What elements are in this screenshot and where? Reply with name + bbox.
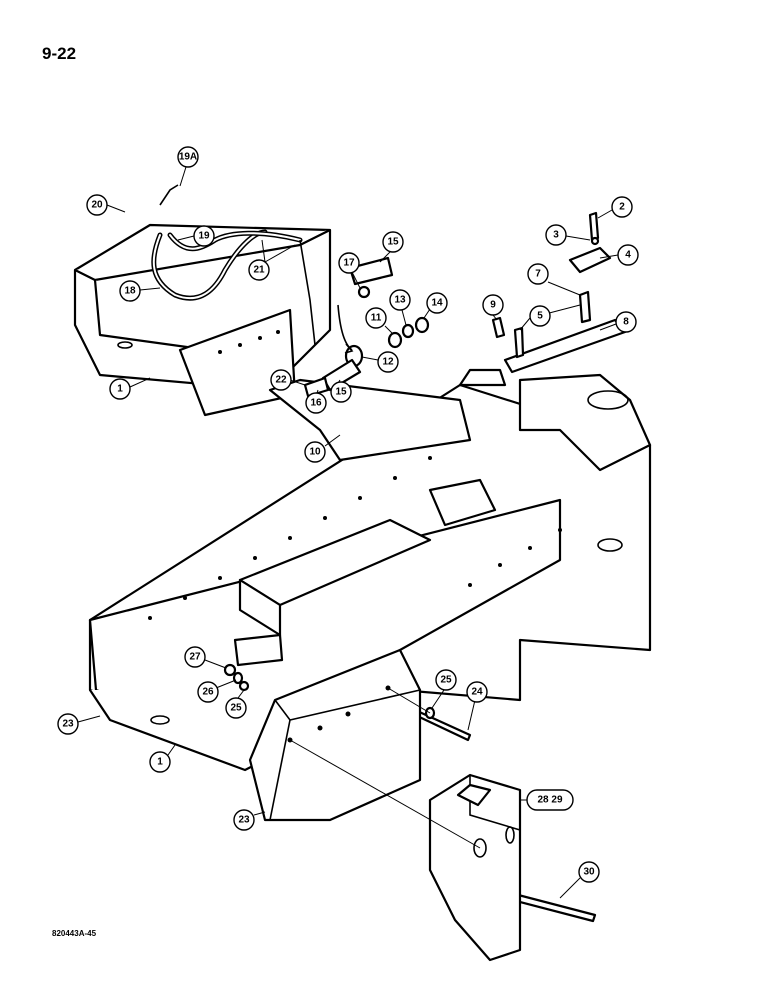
svg-text:18: 18 — [124, 286, 136, 297]
callout-18: 18 — [119, 280, 161, 302]
svg-text:3: 3 — [553, 230, 559, 241]
callout-21: 21 — [248, 239, 296, 281]
callout-30: 30 — [559, 861, 600, 899]
svg-text:1: 1 — [117, 384, 123, 395]
svg-text:7: 7 — [535, 269, 541, 280]
svg-text:8: 8 — [623, 317, 629, 328]
callout-17: 17 — [338, 252, 361, 289]
callout-26: 26 — [197, 679, 237, 703]
svg-text:17: 17 — [343, 258, 355, 269]
callout-4: 4 — [599, 244, 639, 266]
svg-text:2: 2 — [619, 202, 625, 213]
callout-14: 14 — [423, 292, 448, 319]
svg-text:15: 15 — [335, 387, 347, 398]
svg-text:20: 20 — [91, 200, 103, 211]
svg-text:9: 9 — [490, 300, 496, 311]
svg-text:13: 13 — [394, 295, 406, 306]
document-code: 820443A-45 — [52, 929, 97, 938]
callout-27: 27 — [184, 646, 227, 669]
callout-19: 19 — [177, 225, 215, 247]
callout-16: 16 — [305, 389, 327, 414]
callout-10: 10 — [304, 434, 341, 463]
svg-text:22: 22 — [275, 375, 287, 386]
callout-8: 8 — [599, 311, 637, 333]
callout-24: 24 — [466, 681, 488, 731]
svg-text:10: 10 — [309, 447, 321, 458]
callout-25-right: 25 — [431, 669, 457, 709]
upper-frame — [73, 223, 472, 462]
svg-text:24: 24 — [471, 687, 483, 698]
svg-text:5: 5 — [537, 311, 543, 322]
callout-1-lower: 1 — [149, 744, 176, 773]
svg-text:28 29: 28 29 — [537, 795, 562, 806]
main-frame — [88, 368, 652, 772]
callout-15-upper: 15 — [379, 231, 404, 263]
svg-text:23: 23 — [238, 815, 250, 826]
callout-7: 7 — [527, 263, 581, 296]
svg-text:15: 15 — [387, 237, 399, 248]
svg-text:19A: 19A — [179, 152, 197, 163]
callout-12: 12 — [361, 351, 399, 373]
main-frame-holes — [148, 456, 562, 620]
svg-text:14: 14 — [431, 298, 443, 309]
callout-2: 2 — [597, 196, 633, 219]
callout-9: 9 — [482, 294, 504, 321]
svg-text:11: 11 — [371, 313, 382, 324]
svg-text:4: 4 — [625, 250, 631, 261]
svg-text:21: 21 — [253, 265, 265, 276]
svg-text:16: 16 — [310, 398, 322, 409]
callout-25-left: 25 — [225, 689, 247, 719]
svg-text:19: 19 — [198, 231, 210, 242]
page-number: 9-22 — [42, 44, 77, 63]
callout-3: 3 — [545, 224, 591, 246]
callout-19a: 19A — [177, 146, 199, 187]
svg-text:1: 1 — [157, 757, 163, 768]
svg-text:25: 25 — [440, 675, 452, 686]
callout-23-plate: 23 — [233, 809, 266, 831]
callout-20: 20 — [86, 194, 126, 216]
callout-11: 11 — [365, 307, 394, 335]
hydraulic-hoses — [151, 184, 316, 346]
counterweight-block — [428, 773, 522, 962]
upper-plate-holes — [218, 330, 280, 354]
svg-text:26: 26 — [202, 687, 214, 698]
callout-23-lower: 23 — [57, 713, 101, 735]
svg-text:23: 23 — [62, 719, 74, 730]
svg-text:12: 12 — [382, 357, 394, 368]
svg-text:30: 30 — [583, 867, 595, 878]
callout-15-lower: 15 — [330, 379, 352, 403]
callout-13: 13 — [389, 289, 411, 326]
callout-1-upper: 1 — [109, 377, 151, 400]
svg-text:25: 25 — [230, 703, 242, 714]
callout-22: 22 — [270, 369, 306, 391]
svg-text:27: 27 — [189, 652, 201, 663]
callout-28-29: 28 29 — [520, 789, 574, 811]
callout-5: 5 — [519, 304, 581, 331]
